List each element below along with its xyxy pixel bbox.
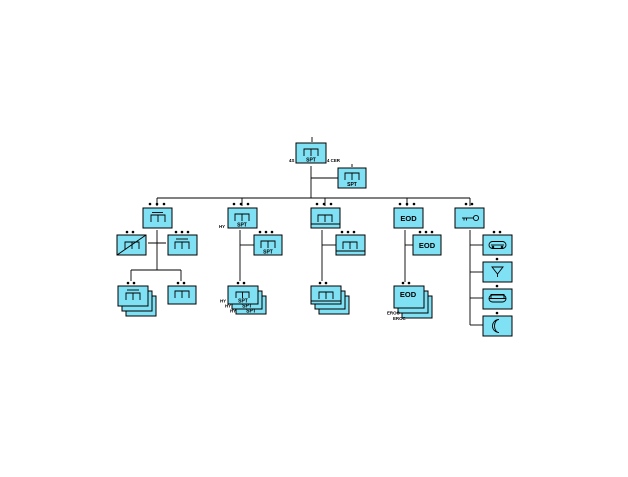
connector-lines	[130, 166, 483, 326]
hq-support-spt-label: SPT	[347, 182, 357, 188]
hq-unit: SPT 4S 4 CER	[289, 137, 341, 164]
battalion-4-eod: EOD	[393, 202, 424, 229]
battalion-1-mech-company	[167, 230, 198, 256]
eroc-label-2: EROC	[393, 316, 407, 321]
tracked-vehicle-icon	[488, 241, 507, 249]
stack-spt-label-1: SPT	[238, 299, 248, 305]
engineer-bridge-icon	[174, 290, 190, 298]
eod-company: EOD	[412, 230, 442, 256]
battalion-2-spt-label: SPT	[237, 223, 247, 229]
support-company-spt-label: SPT	[263, 250, 273, 256]
key-icon	[462, 214, 480, 222]
engineer-bridge-icon	[342, 241, 358, 249]
engineer-slash-icon	[124, 241, 140, 249]
eod-battalion-frame	[393, 207, 424, 229]
battalion-3	[310, 202, 341, 229]
battalion-2-stacked-companies: SPT SPT SPT HY HY HY	[220, 281, 267, 315]
eod-stack-label: EOD	[400, 290, 417, 299]
tracked-company	[482, 230, 513, 256]
battalion-1-slash-company	[116, 230, 147, 256]
battalion-3-frame	[310, 207, 341, 229]
battalion-1-frame	[142, 207, 173, 229]
hq-support-unit: SPT	[337, 164, 367, 189]
moon-platoon	[482, 311, 513, 337]
engineer-bridge-icon	[344, 172, 360, 180]
eod-company-frame	[412, 234, 442, 256]
eod-stack-frame	[393, 285, 425, 309]
stack-hy-label-3: HY	[230, 309, 236, 314]
stack-spt-label-3: SPT	[246, 309, 256, 315]
stack-spt-label-2: SPT	[242, 304, 252, 310]
engineer-bridge-icon	[235, 291, 250, 298]
battalion-1-single-company	[167, 281, 197, 305]
amphibious-icon	[488, 294, 507, 303]
eroc-label-1: EROC	[387, 311, 401, 316]
filter-platoon-frame	[482, 261, 513, 283]
amphib-platoon-frame	[482, 288, 513, 310]
battalion-2-hy-label: HY	[219, 224, 225, 229]
engineer-bridge-icon	[318, 291, 334, 299]
hq-spt-label: SPT	[306, 158, 316, 164]
stack-hy-label-2: HY	[225, 304, 231, 309]
hq-right-label: 4 CER	[327, 158, 341, 163]
engineer-bridge-icon	[317, 214, 333, 222]
eod-stacked-companies: EOD EROC EROC	[387, 281, 433, 321]
battalion-2-support-company: SPT	[253, 230, 283, 256]
company-frame	[335, 234, 366, 256]
water-filter-icon	[491, 266, 504, 277]
mech-company-frame	[167, 234, 198, 256]
stack-hy-label-1: HY	[220, 299, 226, 304]
battalion-2: SPT HY	[219, 202, 258, 229]
mechanized-engineer-icon	[150, 214, 166, 222]
battalion-3-company	[335, 230, 366, 256]
crescent-icon	[492, 319, 500, 333]
stacked-company-frame	[227, 285, 259, 305]
battalion-1	[142, 202, 173, 229]
amphib-platoon	[482, 284, 513, 310]
mechanized-engineer-icon	[125, 292, 141, 300]
moon-platoon-frame	[482, 315, 513, 337]
filter-platoon	[482, 257, 513, 283]
eod-company-label: EOD	[419, 241, 436, 250]
battalion-3-stacked-companies	[310, 281, 350, 315]
engineer-bridge-icon	[234, 213, 250, 221]
eod-battalion-label: EOD	[400, 214, 417, 223]
battalion-2-frame	[227, 207, 258, 229]
mechanized-engineer-icon	[174, 241, 190, 249]
hq-left-label: 4S	[289, 158, 294, 163]
engineer-bridge-icon	[260, 240, 276, 248]
battalion-5	[454, 202, 485, 229]
engineer-bridge-icon	[303, 148, 319, 156]
battalion-1-stacked-companies	[117, 281, 157, 317]
